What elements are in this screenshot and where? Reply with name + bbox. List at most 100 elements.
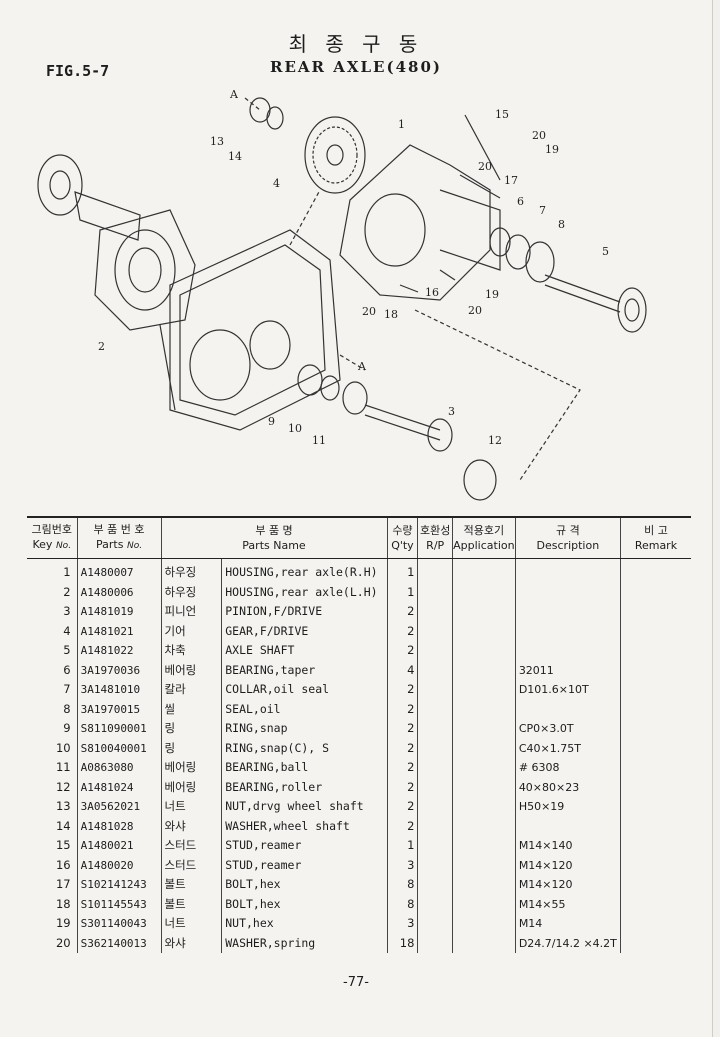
cell-part-name-korean: 볼트: [160, 894, 222, 914]
cell-part-name: PINION,F/DRIVE: [221, 602, 387, 622]
cell-part-number: 3A1970015: [76, 699, 162, 719]
cell-application: [451, 816, 516, 836]
cell-application: [451, 758, 516, 778]
cell-remark: [619, 758, 691, 778]
cell-part-number: A0863080: [76, 758, 162, 778]
cell-application: [451, 836, 516, 856]
pinion-shaft: [364, 404, 497, 501]
cell-application: [451, 894, 516, 914]
callout: A: [229, 88, 239, 101]
cell-part-name: BEARING,roller: [221, 777, 387, 797]
cell-part-name: SEAL,oil: [221, 699, 387, 719]
cell-remark: [619, 738, 691, 758]
cell-application: [451, 680, 516, 700]
cell-part-name: HOUSING,rear axle(L.H): [221, 582, 387, 602]
cell-part-number: A1480020: [76, 855, 162, 875]
cell-part-name-korean: 너트: [160, 797, 222, 817]
cell-remark: [619, 558, 691, 583]
cell-part-name: WASHER,spring: [221, 933, 387, 953]
cell-qty: 1: [386, 582, 418, 602]
cell-rp: [417, 602, 453, 622]
callout: 5: [602, 245, 609, 258]
title-english: REAR AXLE(480): [270, 58, 442, 76]
transmission-case: [159, 229, 341, 431]
cell-description: M14×120: [514, 875, 621, 895]
callout: 20: [362, 305, 376, 318]
cell-description: H50×19: [514, 797, 621, 817]
cell-qty: 2: [386, 758, 418, 778]
cell-rp: [417, 894, 453, 914]
cell-part-number: A1481021: [76, 621, 162, 641]
cell-remark: [619, 582, 691, 602]
callout: 6: [517, 195, 524, 208]
cell-remark: [619, 680, 691, 700]
cell-part-number: A1481022: [76, 641, 162, 661]
col-description: 규 격 Description: [514, 516, 621, 559]
left-hub-assembly: [37, 154, 196, 331]
cell-remark: [619, 621, 691, 641]
cell-description: [514, 582, 621, 602]
cell-description: CP0×3.0T: [514, 719, 621, 739]
cell-key: 11: [55, 760, 71, 774]
cell-part-name-korean: 스터드: [160, 836, 222, 856]
cell-rp: [417, 933, 453, 953]
cell-part-number: S301140043: [76, 914, 162, 934]
col-rp: 호환성 R/P: [417, 516, 453, 559]
cell-qty: 3: [386, 855, 418, 875]
cell-part-number: S810040001: [76, 738, 162, 758]
cell-part-number: A1480021: [76, 836, 162, 856]
rear-axle-housing: [339, 144, 501, 301]
callout: 12: [488, 434, 502, 447]
callout: 7: [539, 204, 546, 217]
cell-part-number: 3A0562021: [76, 797, 162, 817]
col-qty: 수량 Q'ty: [386, 516, 418, 559]
callout: 4: [273, 177, 280, 190]
cell-application: [451, 933, 516, 953]
cell-part-name: NUT,drvg wheel shaft: [221, 797, 387, 817]
cell-part-name: STUD,reamer: [221, 855, 387, 875]
cell-application: [451, 699, 516, 719]
cell-part-name-korean: 너트: [160, 914, 222, 934]
callout: 18: [384, 308, 398, 321]
cell-remark: [619, 816, 691, 836]
cell-key: 14: [55, 818, 71, 833]
callout: 19: [545, 143, 559, 156]
cell-part-name-korean: 하우징: [160, 582, 222, 602]
cell-description: [514, 602, 621, 622]
cell-part-name: NUT,hex: [221, 914, 387, 934]
cell-rp: [417, 758, 453, 778]
cell-part-name-korean: 링: [160, 719, 222, 739]
cell-qty: 2: [386, 699, 418, 719]
cell-application: [451, 914, 516, 934]
cell-key: 8: [63, 701, 71, 716]
cell-rp: [417, 641, 453, 661]
cell-rp: [417, 738, 453, 758]
cell-key: 19: [55, 916, 71, 930]
cell-remark: [619, 660, 691, 680]
cell-key: 18: [55, 896, 71, 911]
cell-part-name-korean: 씰: [160, 699, 222, 719]
cell-part-name: BOLT,hex: [221, 894, 387, 914]
cell-application: [451, 660, 516, 680]
cell-part-name-korean: 와샤: [160, 933, 222, 953]
diagram-callouts: A 13 14 4 1 15 20 19 17 20 6 7 8 5 16 19…: [98, 88, 609, 447]
oil-seal: [525, 241, 555, 283]
cell-key: 12: [55, 779, 71, 794]
cell-key: 4: [63, 623, 71, 638]
cell-part-name-korean: 베어링: [160, 660, 222, 680]
cell-description: M14×120: [514, 855, 621, 875]
callout: 13: [210, 135, 224, 148]
cell-key: 16: [55, 857, 71, 872]
cell-part-number: A1481028: [76, 816, 162, 836]
cell-part-name: WASHER,wheel shaft: [221, 816, 387, 836]
cell-part-name-korean: 칼라: [160, 680, 222, 700]
cell-part-name-korean: 볼트: [160, 875, 222, 895]
cell-part-number: A1480007: [76, 558, 162, 583]
cell-part-name: GEAR,F/DRIVE: [221, 621, 387, 641]
cell-part-number: 3A1481010: [76, 680, 162, 700]
